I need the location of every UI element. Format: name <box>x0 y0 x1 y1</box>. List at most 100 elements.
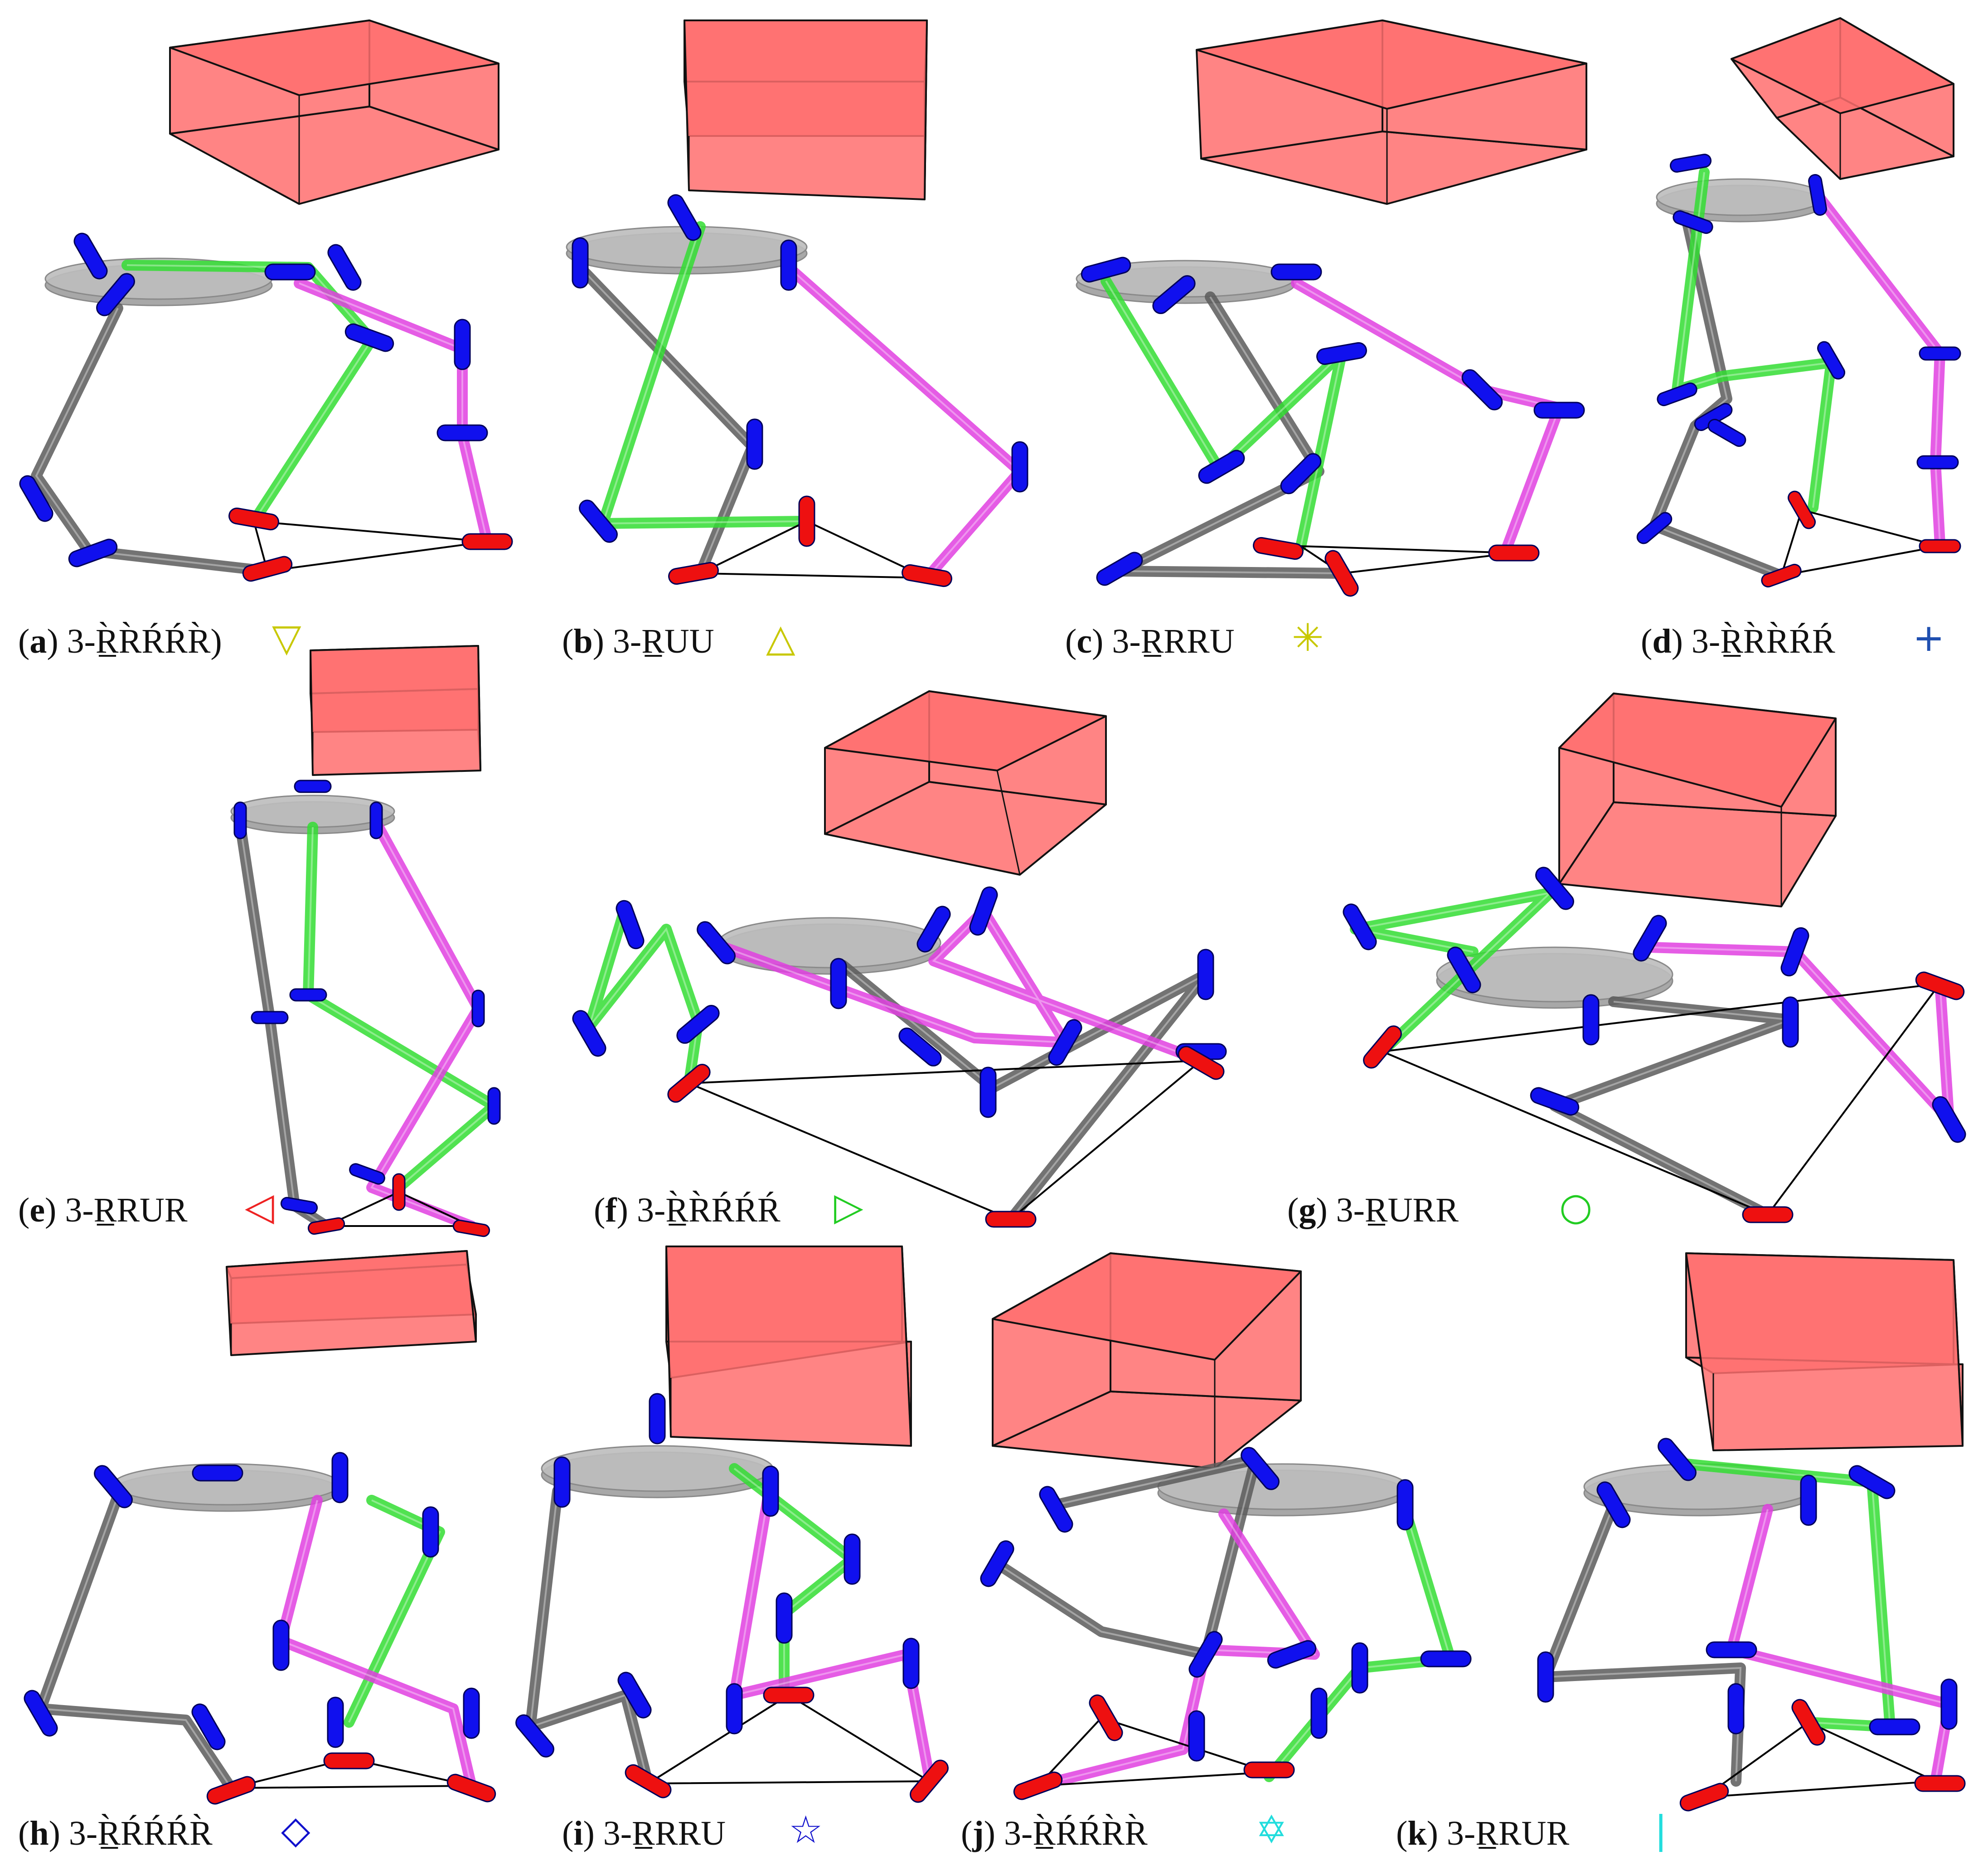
caption-label: h <box>29 1814 48 1852</box>
actuated-joint-0 <box>763 1687 815 1704</box>
caption-open-paren: ( <box>18 622 29 660</box>
revolute-joint-1 <box>1039 1486 1073 1533</box>
chain-gray-link <box>1114 291 1347 579</box>
actuated-joint-0 <box>1791 1699 1826 1746</box>
revolute-joint-1 <box>192 1464 243 1482</box>
revolute-joint-2 <box>762 1465 779 1517</box>
revolute-joint-2 <box>369 801 383 839</box>
revolute-joint-2 <box>331 1452 349 1503</box>
revolute-joint-4 <box>776 1592 793 1644</box>
caption-label: j <box>972 1814 984 1852</box>
chain-magenta-link-highlight <box>788 267 1021 579</box>
caption-open-paren: ( <box>1287 1191 1299 1229</box>
revolute-joint-9 <box>1636 512 1673 544</box>
revolute-joint-5 <box>969 886 998 936</box>
chain-magenta-link-highlight <box>299 282 488 542</box>
caption-mechanism-name: 3-R̲RRU <box>1112 622 1234 660</box>
box-top-face <box>1196 19 1587 110</box>
actuated-joint-1 <box>1178 1046 1225 1080</box>
actuated-joint-1 <box>1243 1761 1295 1779</box>
chain-gray-link <box>235 819 332 1231</box>
panel-b <box>566 19 1028 587</box>
revolute-joint-1 <box>667 194 702 241</box>
caption-mechanism-name: 3-R̲̀R̀R̀ŔŔ <box>1692 621 1835 660</box>
box-top-face <box>992 1252 1302 1361</box>
actuated-joint-2 <box>985 1211 1037 1228</box>
revolute-joint-0 <box>1669 154 1712 173</box>
actuated-joint-1 <box>625 1764 672 1798</box>
chain-magenta-link <box>294 278 493 547</box>
actuated-joint-2 <box>1013 1771 1063 1800</box>
revolute-joint-3 <box>422 1506 439 1558</box>
revolute-joint-1 <box>96 273 135 316</box>
revolute-joint-7 <box>24 1690 58 1737</box>
revolute-joint-7 <box>1533 402 1585 419</box>
caption-label: d <box>1652 622 1671 660</box>
box-top-face <box>824 690 1107 771</box>
circle-icon: ○ <box>1559 1184 1592 1229</box>
revolute-joint-5 <box>726 1683 743 1735</box>
revolute-joint-5 <box>1582 994 1600 1046</box>
revolute-joint-0 <box>649 1393 666 1444</box>
end-effector-box <box>226 1250 477 1356</box>
caption-label: e <box>29 1191 45 1229</box>
actuated-joint-2 <box>1488 544 1540 562</box>
caption-d: (d) 3-R̲̀R̀R̀ŔŔ <box>1641 621 1835 660</box>
base-triangle <box>1780 509 1940 577</box>
caption-j: (j) 3-R̲̀ŔŔR̀R̀ <box>961 1813 1148 1852</box>
revolute-joint-2 <box>1270 263 1322 281</box>
moving-platform <box>112 1463 341 1512</box>
revolute-joint-7 <box>1420 1650 1472 1667</box>
revolute-joint-8 <box>280 1197 318 1215</box>
panel-i <box>515 1246 949 1803</box>
revolute-joint-3 <box>746 418 763 470</box>
vertical-bar-icon: | <box>1654 1808 1667 1852</box>
caption-open-paren: ( <box>961 1814 972 1852</box>
revolute-joint-7 <box>1919 346 1961 361</box>
revolute-joint-7 <box>1940 1678 1958 1730</box>
box-top-face <box>310 645 481 776</box>
caption-close-paren: ) <box>583 1814 603 1852</box>
platform-top <box>1656 178 1825 216</box>
caption-close-paren: ) <box>1672 622 1692 660</box>
end-effector-box <box>684 19 928 200</box>
chain-magenta-link-highlight <box>1296 282 1561 553</box>
revolute-joint-7 <box>1048 1019 1082 1066</box>
revolute-joint-8 <box>1096 552 1143 586</box>
revolute-joint-3 <box>980 1540 1014 1587</box>
revolute-joint-6 <box>463 1687 480 1739</box>
revolute-joint-7 <box>617 1672 652 1719</box>
end-effector-box <box>665 1246 912 1447</box>
revolute-joint-8 <box>902 1638 920 1689</box>
revolute-joint-1 <box>233 801 247 839</box>
caption-mechanism-name: 3-R̲UU <box>613 622 714 660</box>
actuated-joint-1 <box>206 1776 256 1805</box>
revolute-joint-4 <box>289 988 327 1002</box>
revolute-joint-4 <box>916 906 951 953</box>
caption-open-paren: ( <box>1641 622 1652 660</box>
revolute-joint-2 <box>697 921 736 965</box>
revolute-joint-1 <box>572 1010 606 1057</box>
revolute-joint-1 <box>553 1456 571 1508</box>
end-effector-box <box>992 1252 1302 1469</box>
revolute-joint-6 <box>1782 996 1799 1048</box>
revolute-joint-4 <box>1780 927 1809 977</box>
plus-icon: + <box>1913 616 1944 660</box>
chain-green-link-highlight <box>733 1468 854 1695</box>
revolute-joint-5 <box>1267 1640 1317 1669</box>
revolute-joint-5 <box>471 989 485 1028</box>
revolute-joint-0 <box>1081 257 1131 283</box>
moving-platform <box>541 1445 774 1498</box>
revolute-joint-1 <box>1152 275 1196 314</box>
chain-green-link-highlight <box>1676 172 1833 508</box>
caption-k: (k) 3-R̲RUR <box>1396 1814 1569 1852</box>
chain-gray-link <box>31 303 273 577</box>
triangle-down-icon: ▽ <box>272 616 301 660</box>
chain-magenta-link-highlight <box>370 822 480 1227</box>
revolute-joint-0 <box>616 900 645 950</box>
caption-open-paren: ( <box>1396 1814 1407 1852</box>
revolute-joint-8 <box>1932 1096 1966 1143</box>
chain-green-link-highlight <box>307 827 496 1188</box>
revolute-joint-3 <box>1316 342 1367 365</box>
chain-magenta-link-highlight <box>1649 946 1950 1122</box>
